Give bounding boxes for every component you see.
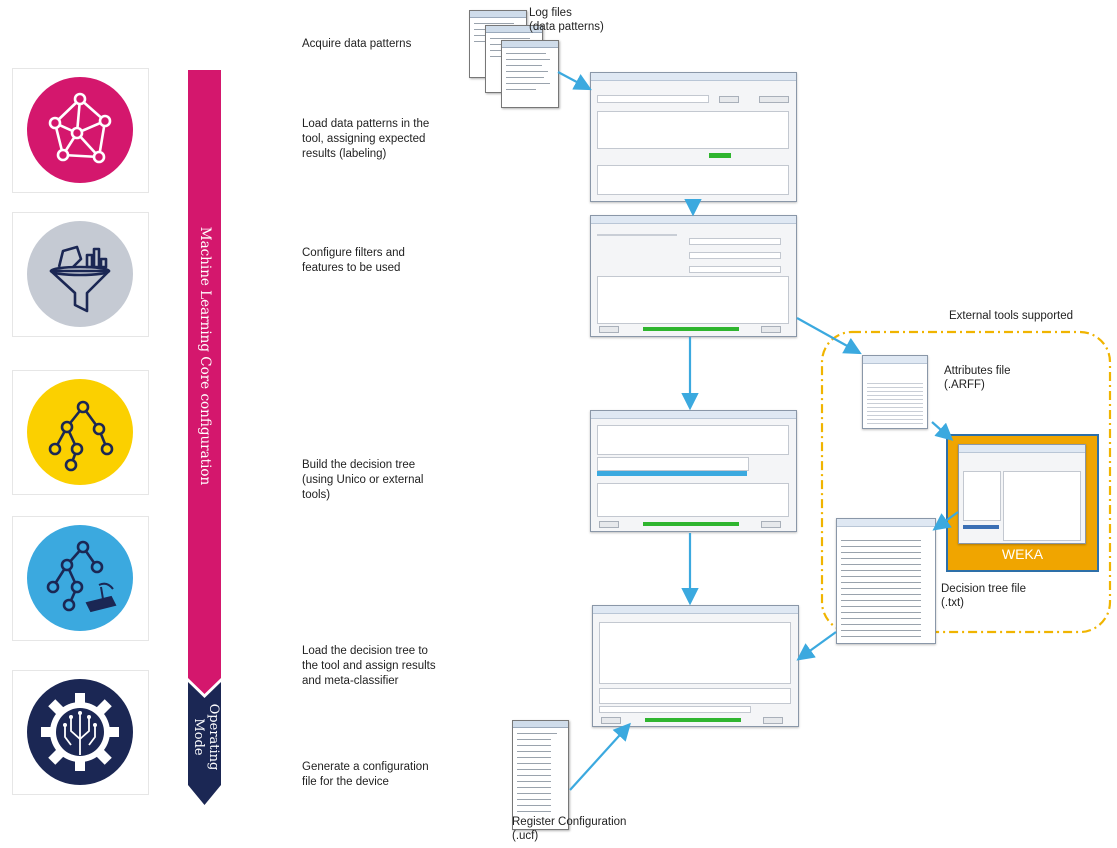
icon-tile-tree — [12, 370, 149, 495]
step-configure-filters: Configure filters and features to be use… — [302, 247, 405, 274]
step-load-patterns: Load data patterns in the tool, assignin… — [302, 118, 430, 160]
unico-load-patterns-window — [590, 72, 797, 202]
phase-banner — [188, 70, 221, 805]
step-load-tree: Load the decision tree to the tool and a… — [302, 645, 436, 687]
log-file-window — [501, 40, 559, 108]
attributes-file-label: Attributes file (.ARFF) — [944, 365, 1011, 391]
decision-tree-file-label: Decision tree file (.txt) — [941, 583, 1027, 609]
decision-tree-icon — [27, 379, 133, 485]
step-build-tree: Build the decision tree (using Unico or … — [302, 459, 424, 501]
network-icon — [27, 77, 133, 183]
weka-label: WEKA — [1001, 546, 1044, 562]
gear-circuit-icon — [27, 679, 133, 785]
icon-tile-tree-device — [12, 516, 149, 641]
filter-data-icon — [27, 221, 133, 327]
icon-tile-gear — [12, 670, 149, 795]
external-tools-label: External tools supported — [949, 310, 1074, 322]
unico-configure-filters-window — [590, 215, 797, 337]
register-config-label: Register Configuration (.ucf) — [512, 816, 627, 842]
step-acquire: Acquire data patterns — [302, 38, 412, 50]
step-generate-config: Generate a configuration file for the de… — [302, 761, 429, 788]
icon-tile-filter — [12, 212, 149, 337]
attributes-file-window — [862, 355, 928, 429]
external-tools-dashed-region — [820, 330, 1112, 634]
weka-panel: WEKA — [946, 434, 1099, 572]
tree-device-icon — [27, 525, 133, 631]
register-config-window — [512, 720, 569, 830]
weka-window — [958, 444, 1086, 544]
unico-build-tree-window — [590, 410, 797, 532]
unico-load-tree-window — [592, 605, 799, 727]
log-files-label: Log files (data patterns) — [529, 7, 604, 33]
icon-tile-network — [12, 68, 149, 193]
decision-tree-file-window — [836, 518, 936, 644]
